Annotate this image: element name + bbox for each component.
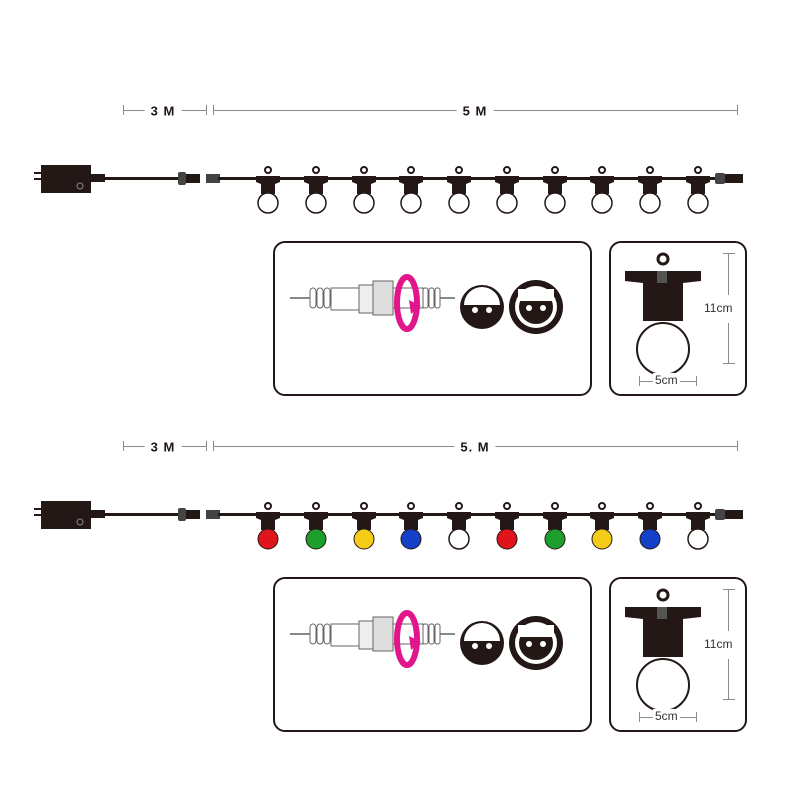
bulb-icon [399,166,423,214]
rotate-arrow-icon [394,610,421,668]
power-adapter-icon [34,165,105,193]
bulb-icon-white [447,502,471,550]
dim-tick [206,441,207,451]
bulb-icon [256,166,280,214]
bulb-icon-white [686,502,710,550]
string-length: 5 M [456,103,494,119]
dim-tick [723,363,735,364]
bulb-icon-red [256,502,280,550]
white-string-section: 3 M 5 M [0,0,800,396]
dim-tick [737,441,738,451]
bulb-size-box: 11cm 5cm [609,241,747,396]
bulb-icon-blue [399,502,423,550]
connector-icon [178,172,220,185]
bulb-icon [686,166,710,214]
bulb-icon [352,166,376,214]
lead-cable [100,177,180,180]
bulb-icon [447,166,471,214]
bulb-width: 5cm [653,373,680,387]
connector-icon [178,508,220,521]
bulb-icon-green [543,502,567,550]
height-dimension-line [728,323,729,363]
lead-cable-length: 3 M [144,439,182,455]
waterproof-connector-icon [290,280,455,316]
plug-icon [509,280,563,334]
bulb-height: 11cm [704,301,733,315]
bulb-icon [495,166,519,214]
bulb-size-box: 11cm 5cm [609,577,747,732]
height-dimension-line [728,659,729,699]
bulb-detail-icon [625,252,701,376]
lead-cable-length: 3 M [144,103,182,119]
plug-icon [509,616,563,670]
dim-tick [206,105,207,115]
socket-icon [460,621,504,665]
waterproof-connector-icon [290,616,455,652]
bulb-icon-yellow [590,502,614,550]
string-cable [218,177,733,180]
bulb-icon-blue [638,502,662,550]
bulb-icon-green [304,502,328,550]
dim-tick [723,699,735,700]
string-length: 5. M [454,439,496,455]
bulb-row [256,166,710,214]
bulb-icon [590,166,614,214]
rotate-arrow-icon [394,274,421,332]
end-cap-icon [715,509,743,520]
socket-icon [460,285,504,329]
bulb-icon [638,166,662,214]
bulb-icon [304,166,328,214]
bulb-icon [543,166,567,214]
width-dimension-line [696,712,697,722]
bulb-row [256,502,710,550]
end-cap-icon [715,173,743,184]
connection-detail-box [273,241,592,396]
connection-detail-box [273,577,592,732]
bulb-detail-icon [625,588,701,712]
lead-cable [100,513,180,516]
power-adapter-icon [34,501,105,529]
dim-tick [737,105,738,115]
height-dimension-line [728,253,729,295]
bulb-height: 11cm [704,637,733,651]
dim-tick [723,589,735,590]
height-dimension-line [728,589,729,631]
string-cable [218,513,733,516]
bulb-icon-yellow [352,502,376,550]
dim-tick [723,253,735,254]
width-dimension-line [696,376,697,386]
multicolor-string-section: 3 M 5. M [0,336,800,732]
bulb-icon-red [495,502,519,550]
bulb-width: 5cm [653,709,680,723]
